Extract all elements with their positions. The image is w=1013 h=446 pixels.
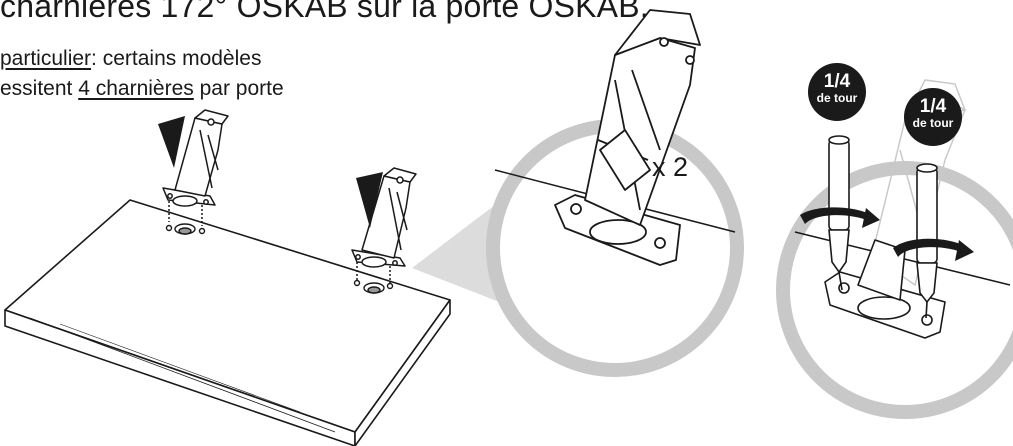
zoom-detail-circle [486, 9, 744, 377]
hinge-icon [554, 9, 701, 266]
door-panel-illustration [4, 199, 451, 446]
hinge-cup-hole [353, 279, 394, 294]
hinge-icon [824, 239, 946, 339]
note-line-1: particulier: certains modèles [0, 44, 284, 74]
badge-unit: de tour [912, 116, 954, 130]
down-arrow-icon [158, 116, 185, 168]
note-text: : certains modèles [91, 47, 262, 70]
hinge-icon [351, 167, 417, 283]
note-text: essitent [0, 77, 79, 100]
zoom-detail-circle [776, 79, 1013, 419]
quarter-turn-badge: 1/4 de tour [808, 63, 866, 121]
hinge-icon [162, 109, 229, 226]
badge-fraction: 1/4 [823, 71, 851, 92]
note-underlined-text: particulier [0, 47, 92, 70]
badge-unit: de tour [816, 91, 858, 105]
rotate-arrow-icon [800, 207, 974, 261]
instruction-note: particulier: certains modèles essitent 4… [0, 44, 284, 104]
hinge-cup-hole [165, 223, 206, 235]
down-arrow-icon [356, 172, 383, 228]
note-underlined-text: 4 charnières [78, 77, 194, 100]
page-title: charnières 172° OSKAB sur la porte OSKAB… [0, 0, 649, 24]
note-line-2: essitent 4 charnières par porte [0, 74, 284, 104]
note-text: par porte [193, 77, 284, 100]
quarter-turn-badge: 1/4 de tour [904, 88, 962, 146]
quantity-label: x 2 [652, 152, 689, 182]
badge-fraction: 1/4 [919, 96, 947, 117]
